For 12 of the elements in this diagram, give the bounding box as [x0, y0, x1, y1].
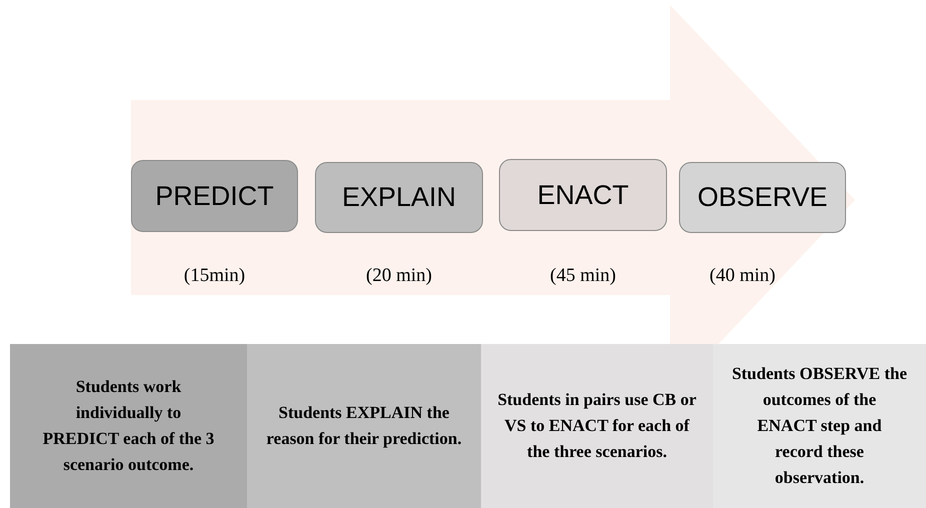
duration-label: (15min) [182, 264, 246, 288]
description-panel: Students work individually to PREDICT each of the 3 scenario outcome. [10, 344, 247, 508]
duration-label: (40 min) [708, 264, 776, 288]
description-panel: Students in pairs use CB or VS to ENACT for each of the three scenarios. [481, 344, 713, 508]
step-box: PREDICT [131, 160, 298, 232]
step-box: EXPLAIN [315, 162, 483, 233]
duration-label: (20 min) [365, 264, 433, 288]
description-panel: Students EXPLAIN the reason for their prediction. [247, 344, 481, 508]
description-panel: Students OBSERVE the outcomes of the ENACT step and record these observation. [713, 344, 926, 508]
duration-label: (45 min) [549, 264, 617, 288]
step-box: OBSERVE [679, 162, 846, 233]
step-box: ENACT [499, 159, 667, 231]
